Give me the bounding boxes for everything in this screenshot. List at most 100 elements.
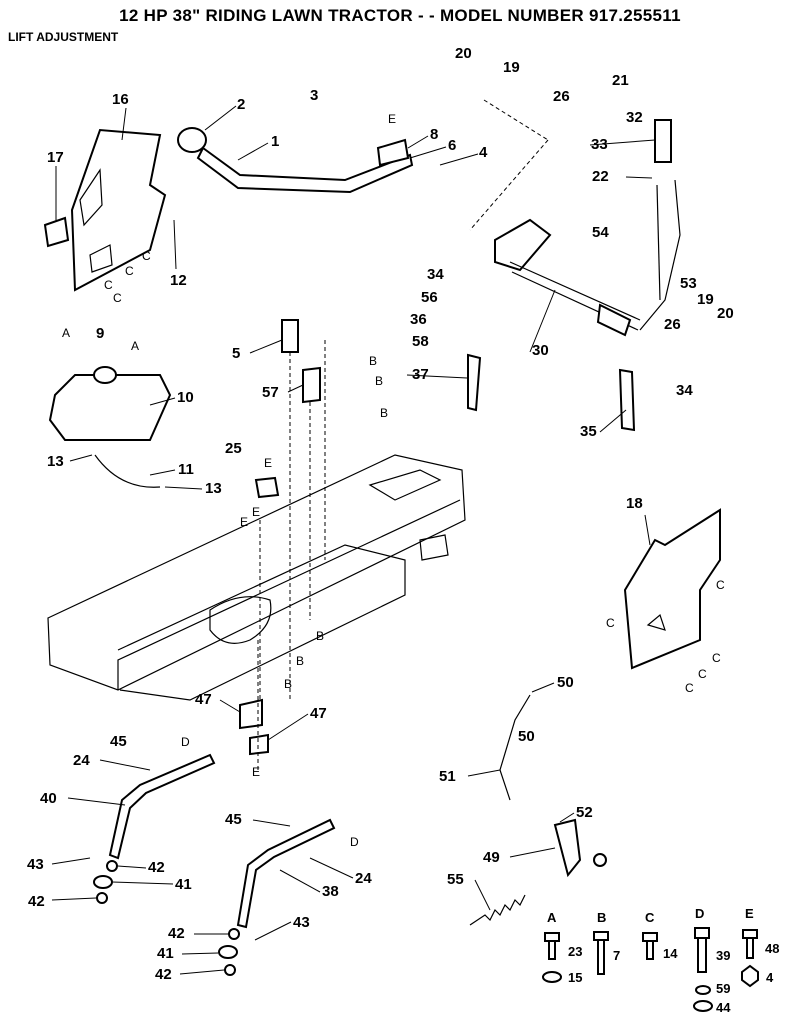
key-letter-c: C bbox=[645, 910, 655, 925]
key-a-part-23: 23 bbox=[568, 944, 582, 959]
callout-57: 57 bbox=[262, 384, 279, 401]
key-letter-a: A bbox=[547, 910, 557, 925]
key-d-nut-icon bbox=[693, 1000, 713, 1012]
callout-16: 16 bbox=[112, 91, 129, 108]
key-c-part-14: 14 bbox=[663, 946, 678, 961]
callout-50-top: 50 bbox=[557, 674, 574, 691]
letter-c-4: C bbox=[113, 291, 122, 305]
callout-41-upper: 41 bbox=[175, 876, 192, 893]
letter-c-6: C bbox=[606, 616, 615, 630]
letter-annotations: A A E B B B B B B C C C C C C C C C E E … bbox=[62, 112, 725, 849]
letter-e-top: E bbox=[388, 112, 396, 126]
letter-e-3: E bbox=[252, 505, 260, 519]
letter-c-5: C bbox=[716, 578, 725, 592]
key-d-washer-icon bbox=[695, 985, 711, 995]
key-d-part-44: 44 bbox=[716, 1000, 731, 1015]
callout-40: 40 bbox=[40, 790, 57, 807]
callout-58: 58 bbox=[412, 333, 429, 350]
callout-36: 36 bbox=[410, 311, 427, 328]
key-a-washer-icon bbox=[542, 971, 562, 983]
callout-42-upper: 42 bbox=[148, 859, 165, 876]
callout-32: 32 bbox=[626, 109, 643, 126]
callout-10: 10 bbox=[177, 389, 194, 406]
letter-b-4: B bbox=[316, 629, 324, 643]
part-11-fuel-line bbox=[94, 454, 161, 488]
key-letter-b: B bbox=[597, 910, 606, 925]
part-38-lift-arm bbox=[236, 818, 336, 929]
part-16-side-panel bbox=[70, 128, 167, 292]
callout-52: 52 bbox=[576, 804, 593, 821]
callout-47-left: 47 bbox=[195, 691, 212, 708]
letter-c-8: C bbox=[698, 667, 707, 681]
letter-c-7: C bbox=[712, 651, 721, 665]
part-57-bracket bbox=[302, 366, 321, 404]
part-22-rod bbox=[656, 184, 661, 301]
callout-11: 11 bbox=[178, 461, 194, 478]
callout-56: 56 bbox=[421, 289, 438, 306]
letter-d-right: D bbox=[350, 835, 359, 849]
callout-37: 37 bbox=[412, 366, 429, 383]
key-e-part-48: 48 bbox=[765, 941, 779, 956]
part-18-side-panel bbox=[623, 508, 721, 670]
callout-50-mid: 50 bbox=[518, 728, 535, 745]
part-30-lift-shaft bbox=[494, 218, 641, 337]
part-10-fuel-tank bbox=[48, 374, 172, 441]
part-9-fuel-cap bbox=[93, 366, 117, 384]
callout-34-top: 34 bbox=[427, 266, 444, 283]
callout-41-lower: 41 bbox=[157, 945, 174, 962]
part-25-clip bbox=[254, 476, 280, 499]
callout-9: 9 bbox=[96, 325, 104, 342]
callout-6: 6 bbox=[448, 137, 456, 154]
part-33-sleeve bbox=[654, 119, 672, 163]
callout-53: 53 bbox=[680, 275, 697, 292]
callout-12: 12 bbox=[170, 272, 187, 289]
part-37-link bbox=[467, 353, 482, 412]
key-a-part-15: 15 bbox=[568, 970, 582, 985]
callout-17: 17 bbox=[47, 149, 64, 166]
callout-1: 1 bbox=[271, 133, 279, 150]
callout-19-top: 19 bbox=[503, 59, 520, 76]
key-d-part-59: 59 bbox=[716, 981, 730, 996]
part-2-knob bbox=[177, 127, 207, 153]
hardware-key: A B C D E 23 15 7 14 39 59 44 48 4 bbox=[542, 906, 779, 1015]
callout-42-bottom-b: 42 bbox=[155, 966, 172, 983]
callout-54: 54 bbox=[592, 224, 609, 241]
callout-8: 8 bbox=[430, 126, 438, 143]
callout-49: 49 bbox=[483, 849, 500, 866]
letter-b-3: B bbox=[380, 406, 388, 420]
key-letter-d: D bbox=[695, 906, 704, 921]
callout-34-right: 34 bbox=[676, 382, 693, 399]
part-17-decal bbox=[43, 216, 70, 248]
callout-42-bottom-a: 42 bbox=[168, 925, 185, 942]
letter-c-1: C bbox=[142, 249, 151, 263]
letter-c-2: C bbox=[125, 264, 134, 278]
key-b-bolt-icon bbox=[593, 931, 609, 941]
part-8-bracket bbox=[376, 138, 410, 167]
callout-21: 21 bbox=[612, 72, 629, 89]
callout-35: 35 bbox=[580, 423, 597, 440]
tractor-frame bbox=[47, 454, 466, 701]
key-e-part-4: 4 bbox=[766, 970, 774, 985]
callout-26-top: 26 bbox=[553, 88, 570, 105]
callout-4: 4 bbox=[479, 144, 488, 161]
key-a-bolt-icon bbox=[544, 932, 560, 942]
callout-45-left: 45 bbox=[110, 733, 127, 750]
key-d-pin-icon bbox=[694, 927, 710, 939]
part-5-bracket bbox=[281, 319, 299, 353]
callout-25: 25 bbox=[225, 440, 242, 457]
callout-38: 38 bbox=[322, 883, 339, 900]
callout-20-right: 20 bbox=[717, 305, 734, 322]
part-1-lift-handle bbox=[196, 146, 414, 194]
letter-e-2: E bbox=[240, 515, 248, 529]
callout-26-right: 26 bbox=[664, 316, 681, 333]
callout-45-right: 45 bbox=[225, 811, 242, 828]
section-subtitle: LIFT ADJUSTMENT bbox=[8, 30, 119, 44]
part-53-rod bbox=[639, 179, 681, 331]
callout-43-left: 43 bbox=[27, 856, 44, 873]
callout-43-right: 43 bbox=[293, 914, 310, 931]
callout-24-left: 24 bbox=[73, 752, 90, 769]
key-c-bolt-icon bbox=[642, 932, 658, 942]
letter-b-5: B bbox=[296, 654, 304, 668]
callout-13-left: 13 bbox=[47, 453, 64, 470]
